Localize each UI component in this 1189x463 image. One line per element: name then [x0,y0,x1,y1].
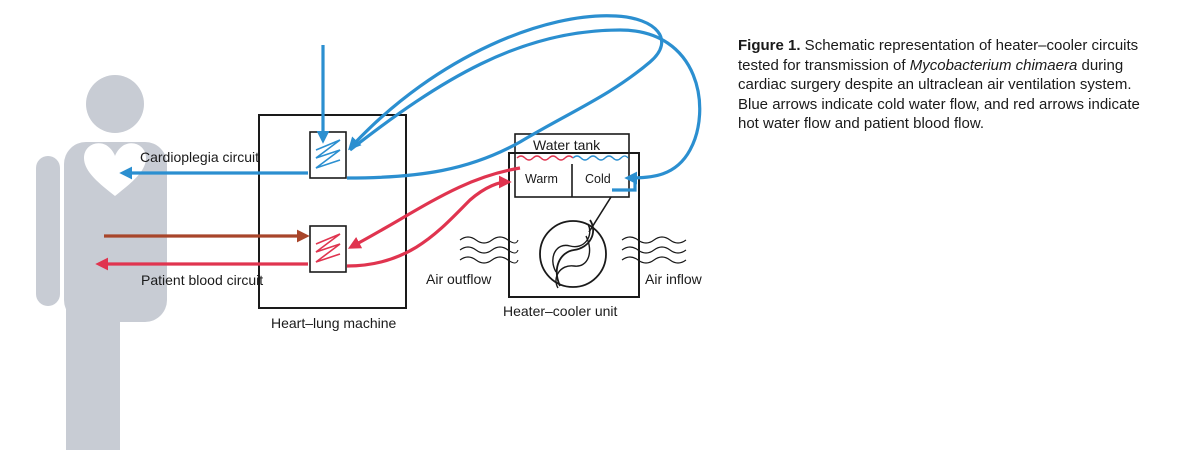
cold-label: Cold [585,172,611,186]
warm-water-surface [516,155,574,161]
air-outflow-label: Air outflow [426,271,492,287]
figure-label: Figure 1. [738,37,801,54]
air-inflow-label: Air inflow [645,271,703,287]
patient-blood-circuit-label: Patient blood circuit [141,272,263,288]
caption-text-before: Schematic representation of heater–coole… [738,37,1139,74]
air-inflow-waves [621,236,687,264]
zigzag-coil-red [315,233,341,263]
figure-caption: Figure 1. Schematic representation of he… [738,36,1158,134]
cardioplegia-heat-exchanger [309,131,347,179]
heart-lung-machine-box [258,114,407,309]
caption-text-after: during cardiac surgery despite an ultrac… [738,56,1140,133]
blood-heat-exchanger [309,225,347,273]
patient-left-arm [36,156,60,306]
fan-icon [539,196,612,289]
cardioplegia-circuit-label: Cardioplegia circuit [140,149,259,165]
patient-torso [64,142,167,322]
warm-label: Warm [525,172,558,186]
heater-cooler-unit-label: Heater–cooler unit [503,303,618,319]
warm-water-to-exchanger-arrow [347,166,521,249]
water-tank-label: Water tank [533,137,601,153]
patient-leg [66,300,120,450]
zigzag-coil-blue [315,139,341,169]
cold-water-to-tank-arrow [349,28,702,185]
caption-organism-name: Mycobacterium chimaera [909,56,1078,74]
patient-head [86,75,144,133]
warm-water-return-arrow [346,175,512,268]
heart-icon [84,143,146,196]
cold-water-surface [572,155,629,161]
air-outflow-waves [459,236,519,264]
heater-cooler-unit-box [508,152,640,298]
heater-cooler-schematic: Cardioplegia circuit Patient blood circu… [36,14,703,450]
patient-silhouette [36,75,167,450]
cold-water-return-arrow [346,14,664,180]
heart-lung-machine-label: Heart–lung machine [271,315,397,331]
cold-water-stub [612,178,637,192]
